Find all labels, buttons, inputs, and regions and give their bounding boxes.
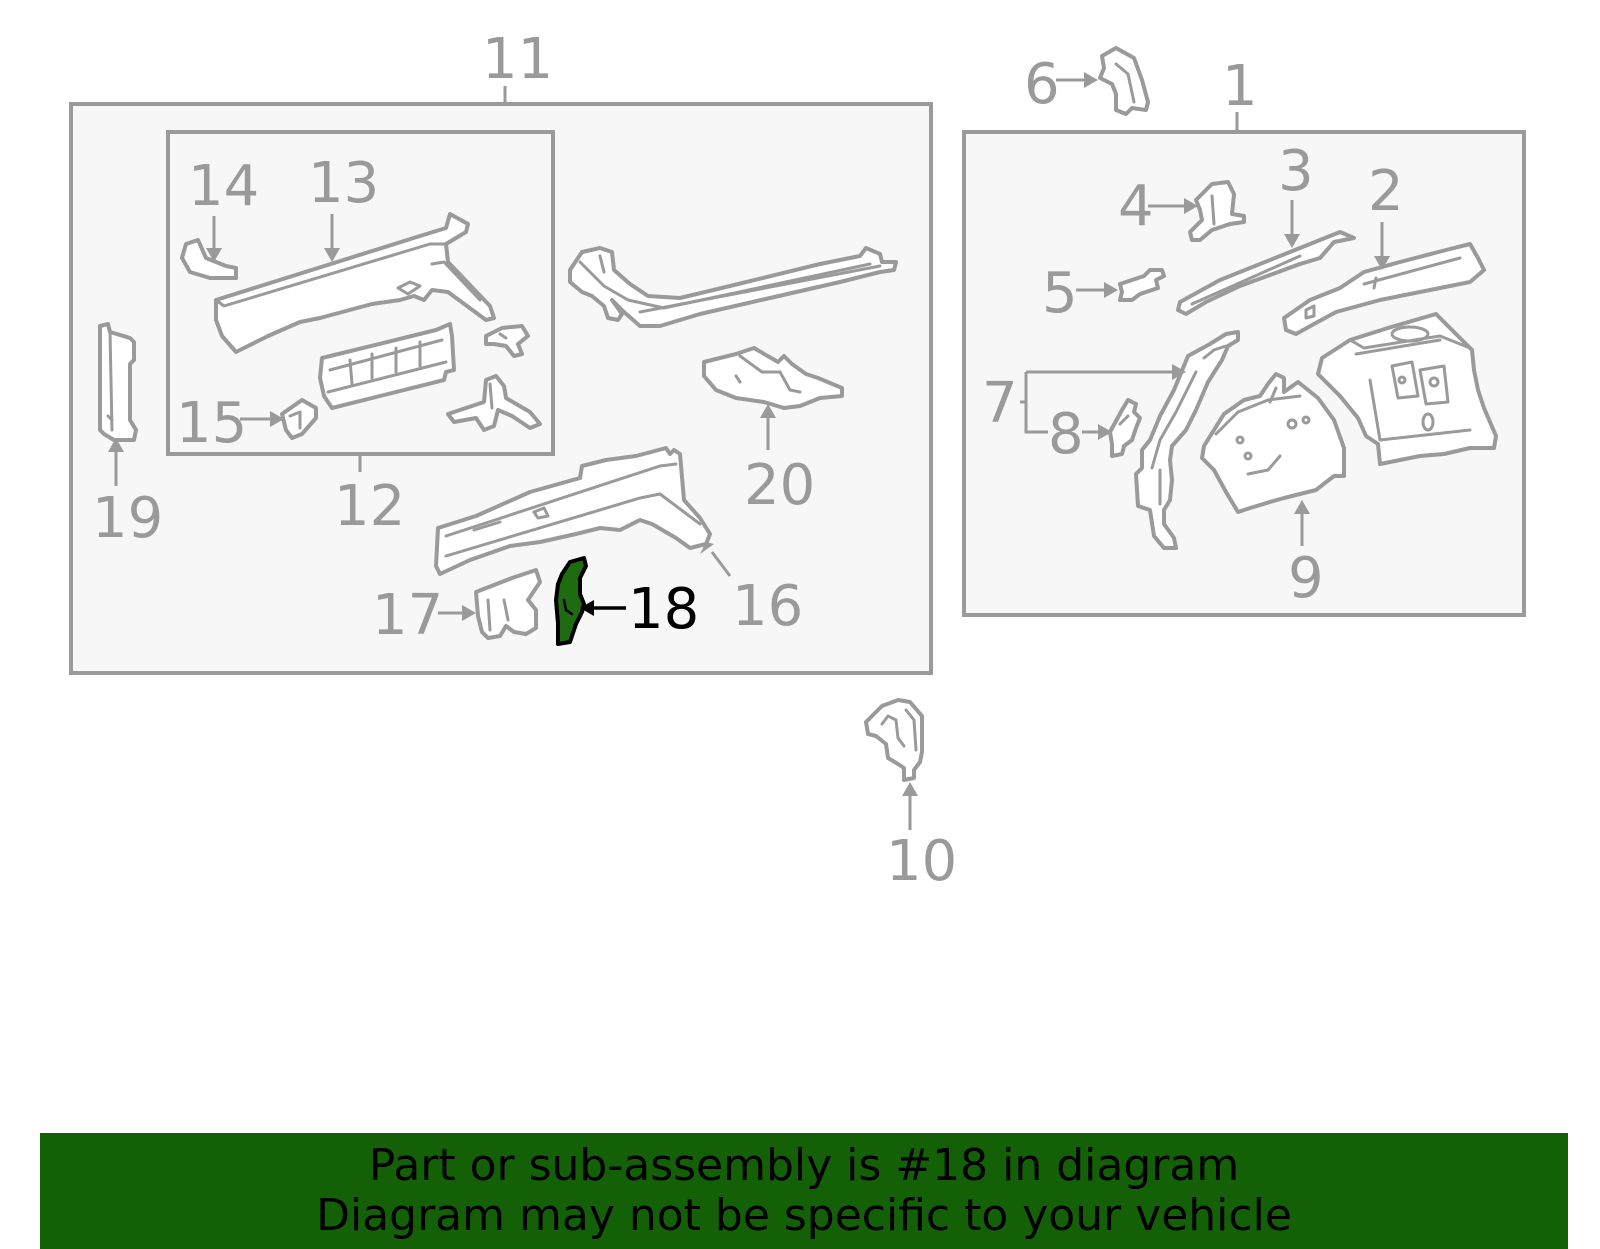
part-8[interactable] bbox=[1108, 398, 1142, 458]
banner-line-2: Diagram may not be specific to your vehi… bbox=[316, 1190, 1292, 1241]
part-12-bracket-b[interactable] bbox=[484, 324, 530, 358]
part-17[interactable] bbox=[474, 568, 542, 640]
callout-12[interactable]: 12 bbox=[334, 474, 405, 539]
part-18-shape[interactable] bbox=[554, 556, 588, 646]
callout-10[interactable]: 10 bbox=[886, 829, 957, 894]
info-banner: Part or sub-assembly is #18 in diagram D… bbox=[40, 1133, 1568, 1249]
part-6[interactable] bbox=[1098, 46, 1150, 116]
part-12-bracket-c[interactable] bbox=[446, 374, 542, 432]
part-19[interactable] bbox=[98, 322, 138, 442]
callout-19[interactable]: 19 bbox=[92, 486, 163, 551]
part-2[interactable] bbox=[1282, 242, 1486, 336]
callout-1[interactable]: 1 bbox=[1222, 54, 1258, 119]
part-12-bracket-a[interactable] bbox=[318, 322, 456, 410]
banner-line-1: Part or sub-assembly is #18 in diagram bbox=[368, 1140, 1240, 1191]
callout-16[interactable]: 16 bbox=[732, 574, 803, 639]
callout-14[interactable]: 14 bbox=[188, 154, 259, 219]
part-5[interactable] bbox=[1118, 268, 1166, 302]
callout-15[interactable]: 15 bbox=[176, 391, 247, 456]
part-15[interactable] bbox=[280, 398, 318, 440]
callout-6[interactable]: 6 bbox=[1024, 52, 1060, 117]
part-13[interactable] bbox=[214, 212, 496, 354]
part-1-apron-assembly[interactable] bbox=[1316, 312, 1498, 466]
part-16[interactable] bbox=[434, 446, 712, 576]
callout-11[interactable]: 11 bbox=[482, 27, 553, 92]
callout-9[interactable]: 9 bbox=[1288, 546, 1324, 611]
part-10[interactable] bbox=[864, 698, 924, 782]
callout-8[interactable]: 8 bbox=[1048, 402, 1084, 467]
callout-2[interactable]: 2 bbox=[1368, 159, 1404, 224]
callout-18[interactable]: 18 bbox=[628, 577, 699, 642]
part-11-long-rail[interactable] bbox=[568, 246, 898, 328]
callout-4[interactable]: 4 bbox=[1118, 174, 1154, 239]
callout-5[interactable]: 5 bbox=[1042, 261, 1078, 326]
callout-3[interactable]: 3 bbox=[1278, 139, 1314, 204]
callout-20[interactable]: 20 bbox=[744, 453, 815, 518]
part-14[interactable] bbox=[180, 238, 238, 280]
part-18[interactable] bbox=[554, 556, 588, 646]
part-4[interactable] bbox=[1188, 180, 1246, 242]
callout-17[interactable]: 17 bbox=[372, 583, 443, 648]
callout-13[interactable]: 13 bbox=[308, 151, 379, 216]
part-9[interactable] bbox=[1200, 372, 1346, 514]
part-3[interactable] bbox=[1176, 230, 1356, 316]
part-20[interactable] bbox=[702, 346, 844, 410]
callout-7[interactable]: 7 bbox=[982, 371, 1018, 436]
part-7[interactable] bbox=[1134, 330, 1240, 550]
